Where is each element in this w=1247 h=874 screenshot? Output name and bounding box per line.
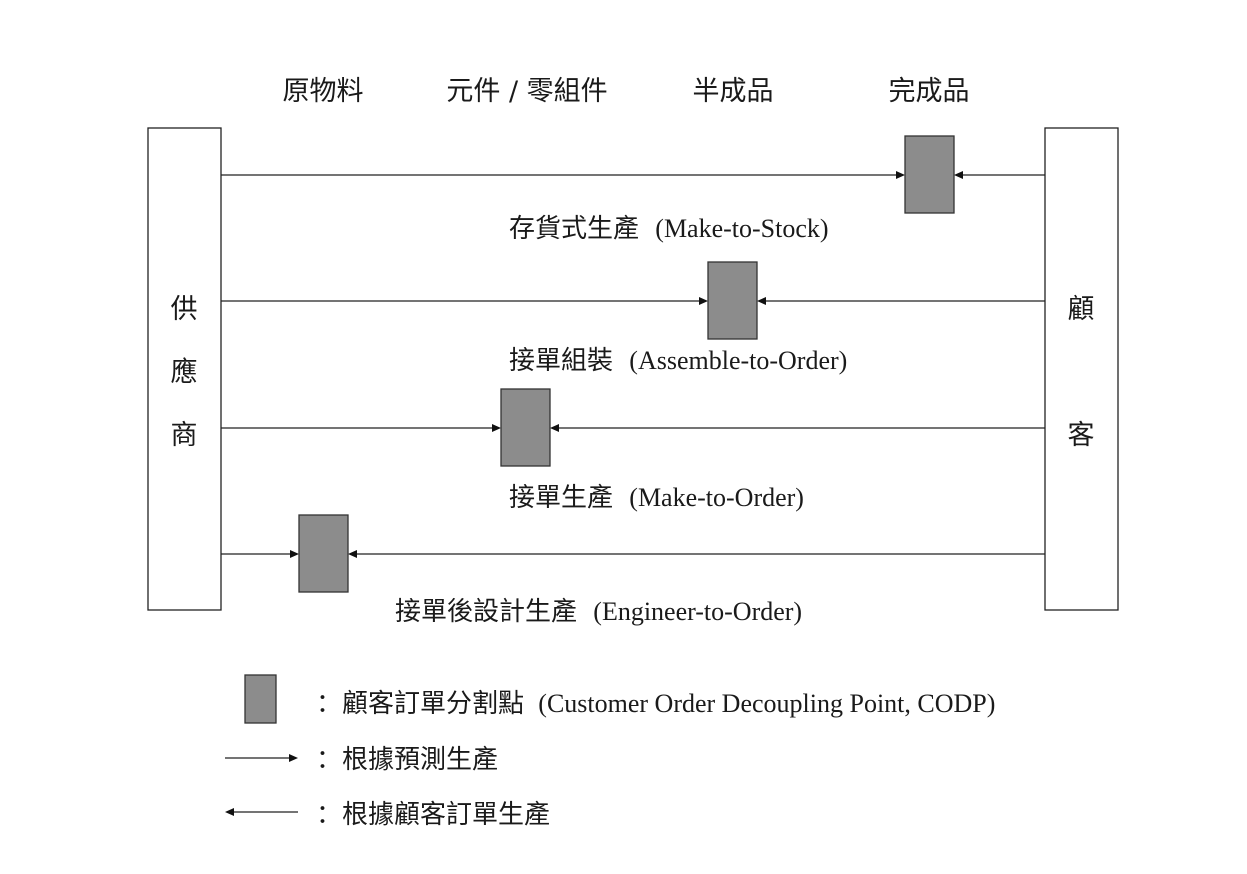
supplier-char: 商 <box>171 420 198 451</box>
supplier-char: 供 <box>171 294 198 325</box>
process-label-en: (Engineer-to-Order) <box>593 597 802 626</box>
process-label-cjk: 接單後設計生產 <box>395 597 577 627</box>
codp-marker <box>707 261 758 340</box>
process-label-en: (Make-to-Stock) <box>655 214 828 243</box>
order-arrowhead <box>550 424 559 432</box>
forecast-arrowhead <box>492 424 501 432</box>
codp-marker <box>500 388 551 467</box>
order-arrowhead <box>954 171 963 179</box>
process-row-make-to-order: 接單生產 (Make-to-Order) <box>221 388 1045 513</box>
supplier-box-outline <box>147 127 222 611</box>
stage-semi-finished: 半成品 <box>693 76 774 107</box>
customer-box: 顧 客 <box>1044 127 1119 611</box>
legend-codp-cjk: ：顧客訂單分割點 <box>316 689 524 719</box>
customer-char: 客 <box>1068 420 1095 451</box>
legend-order-arrowhead <box>225 808 234 816</box>
customer-box-outline <box>1044 127 1119 611</box>
process-label-cjk: 接單組裝 <box>509 346 613 376</box>
process-label-cjk: 存貨式生產 <box>509 214 639 244</box>
legend-order-text: ：根據顧客訂單生產 <box>316 800 550 830</box>
forecast-arrowhead <box>896 171 905 179</box>
order-arrowhead <box>757 297 766 305</box>
legend-forecast-arrowhead <box>289 754 298 762</box>
process-label: 接單組裝 (Assemble-to-Order) <box>509 346 847 376</box>
process-row-make-to-stock: 存貨式生產 (Make-to-Stock) <box>221 135 1045 244</box>
process-label-en: (Assemble-to-Order) <box>629 346 847 375</box>
supplier-box: 供 應 商 <box>147 127 222 611</box>
legend-codp-en: (Customer Order Decoupling Point, CODP) <box>538 689 995 718</box>
process-row-assemble-to-order: 接單組裝 (Assemble-to-Order) <box>221 261 1045 376</box>
supplier-char: 應 <box>171 357 198 388</box>
order-arrowhead <box>348 550 357 558</box>
forecast-arrowhead <box>699 297 708 305</box>
forecast-arrowhead <box>290 550 299 558</box>
codp-marker <box>904 135 955 214</box>
legend-codp-text: ：顧客訂單分割點 (Customer Order Decoupling Poin… <box>316 689 995 719</box>
legend-codp-swatch <box>244 674 277 724</box>
process-label-en: (Make-to-Order) <box>629 483 804 512</box>
process-label: 接單後設計生產 (Engineer-to-Order) <box>395 597 802 627</box>
codp-marker <box>298 514 349 593</box>
customer-char: 顧 <box>1068 294 1095 325</box>
process-label-cjk: 接單生產 <box>509 483 613 513</box>
legend-forecast-text: ：根據預測生產 <box>316 745 498 775</box>
stage-finished-goods: 完成品 <box>889 76 970 107</box>
process-label: 接單生產 (Make-to-Order) <box>509 483 804 513</box>
process-row-engineer-to-order: 接單後設計生產 (Engineer-to-Order) <box>221 514 1045 627</box>
stage-headings: 原物料 元件 / 零組件 半成品 完成品 <box>283 76 970 107</box>
process-label: 存貨式生產 (Make-to-Stock) <box>509 214 829 244</box>
stage-components: 元件 / 零組件 <box>446 76 607 107</box>
legend: ：顧客訂單分割點 (Customer Order Decoupling Poin… <box>225 674 995 830</box>
stage-raw-material: 原物料 <box>283 76 364 107</box>
